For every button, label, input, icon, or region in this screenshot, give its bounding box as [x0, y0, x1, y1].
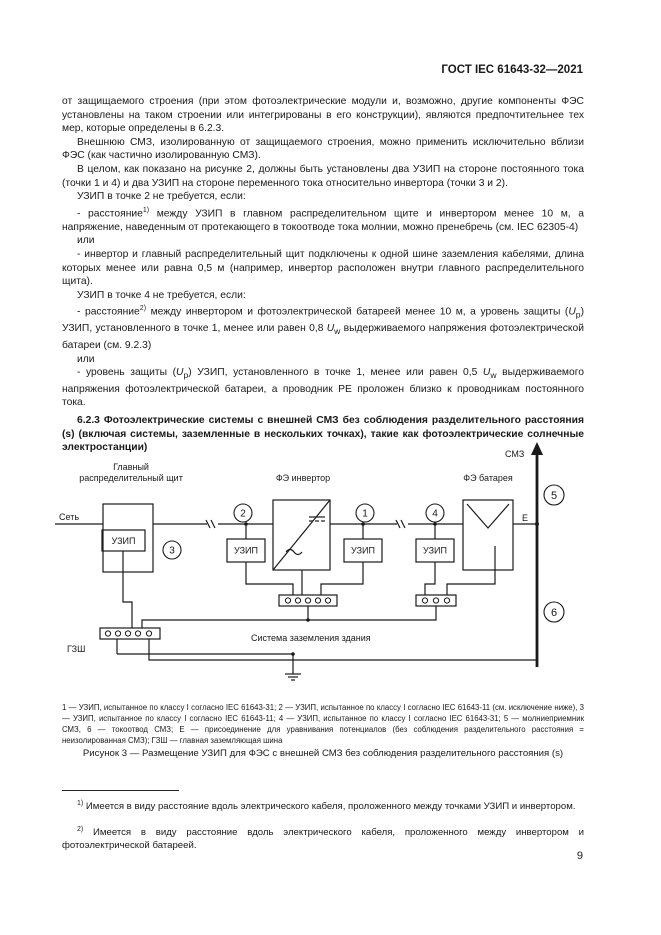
- figure-3-diagram: 2 1 4 3 5 6 СМЗ Главный распределительны…: [55, 442, 565, 681]
- main-board-box: [102, 503, 154, 573]
- callout-2: 2: [240, 509, 246, 520]
- callout-5: 5: [551, 490, 557, 502]
- text-run: - уровень защиты (: [77, 367, 177, 379]
- footnote-ref: 1): [142, 206, 150, 214]
- earthing-system-label: Система заземления здания: [251, 633, 371, 643]
- callout-1: 1: [362, 509, 368, 520]
- grid-label: Сеть: [59, 512, 79, 522]
- document-header: ГОСТ IEC 61643-32—2021: [441, 64, 583, 76]
- paragraph: - инвертор и главный распределительный щ…: [62, 248, 584, 288]
- footnote-ref: 2): [139, 305, 147, 313]
- main-earthing-bar-label: ГЗШ: [67, 644, 85, 654]
- paragraph: - уровень защиты (Up) УЗИП, установленно…: [62, 366, 584, 410]
- subscript: w: [334, 326, 341, 337]
- spd-label-1: УЗИП: [351, 546, 375, 556]
- text-run: ) УЗИП, установленного в точке 1, менее …: [188, 367, 483, 379]
- paragraph: УЗИП в точке 2 не требуется, если:: [77, 191, 246, 203]
- subscript: w: [490, 370, 497, 381]
- text-run: ) УЗИП, установленного в точке 1, менее …: [62, 306, 585, 335]
- inverter-label: ФЭ инвертор: [276, 473, 330, 483]
- text-run: - расстояние: [77, 306, 140, 318]
- paragraph: В целом, как показано на рисунке 2, долж…: [62, 163, 584, 189]
- smz-label: СМЗ: [505, 449, 524, 459]
- callout-4: 4: [432, 509, 438, 520]
- paragraph: - расстояние1) между УЗИП в главном расп…: [62, 204, 584, 235]
- callout-6: 6: [551, 607, 557, 619]
- equipotential-e-label: E: [522, 513, 528, 523]
- symbol: U: [568, 306, 576, 318]
- spd-label-2: УЗИП: [234, 546, 258, 556]
- paragraph: - расстояние2) между инвертором и фотоэл…: [62, 302, 584, 352]
- main-earthing-bar: [99, 627, 161, 640]
- text-run: выдерживаемого напряжения фотоэлектричес…: [62, 323, 584, 352]
- paragraph: Внешнюю СМЗ, изолированную от защищаемог…: [62, 136, 584, 162]
- subscript: p: [575, 309, 581, 320]
- paragraph: или: [77, 235, 95, 247]
- figure-notes: 1 — УЗИП, испытанное по классу I согласн…: [62, 703, 584, 745]
- footnote-text: Имеется в виду расстояние вдоль электрич…: [83, 801, 576, 813]
- paragraph: или: [77, 353, 95, 365]
- figure-caption: Рисунок 3 — Размещение УЗИП для ФЭС с вн…: [82, 748, 564, 759]
- subscript: p: [183, 370, 189, 381]
- footnote-2: 2) Имеется в виду расстояние вдоль элект…: [62, 823, 584, 852]
- symbol: U: [176, 367, 184, 379]
- footnote-marker: 2): [77, 826, 84, 833]
- footnote-text: Имеется в виду расстояние вдоль электрич…: [62, 827, 584, 852]
- page-number: 9: [576, 850, 583, 862]
- pv-array-label: ФЭ батарея: [463, 473, 513, 483]
- pv-array-box: [462, 499, 514, 571]
- paragraph: УЗИП в точке 4 не требуется, если:: [77, 289, 246, 301]
- callout-3: 3: [169, 546, 175, 557]
- spd-label-3: УЗИП: [112, 536, 136, 546]
- spd-label-4: УЗИП: [423, 546, 447, 556]
- main-board-label-1: Главный: [113, 462, 149, 472]
- text-run: выдерживаемого напряжения фотоэлектричес…: [62, 367, 584, 409]
- symbol: U: [482, 367, 491, 379]
- section-heading: 6.2.3 Фотоэлектрические системы с внешне…: [62, 415, 584, 454]
- text-run: - расстояние: [77, 208, 143, 220]
- symbol: U: [326, 323, 335, 335]
- text-run: между инвертором и фотоэлектрической бат…: [146, 306, 569, 318]
- body-text: от защищаемого строения (при этом фотоэл…: [62, 95, 584, 455]
- footnote-separator: [62, 790, 179, 791]
- text-run: между УЗИП в главном распределительном щ…: [62, 208, 584, 233]
- footnote-1: 1) Имеется в виду расстояние вдоль элект…: [62, 797, 584, 813]
- main-board-label-2: распределительный щит: [79, 473, 183, 483]
- footnote-marker: 1): [77, 800, 84, 807]
- paragraph: от защищаемого строения (при этом фотоэл…: [62, 96, 584, 135]
